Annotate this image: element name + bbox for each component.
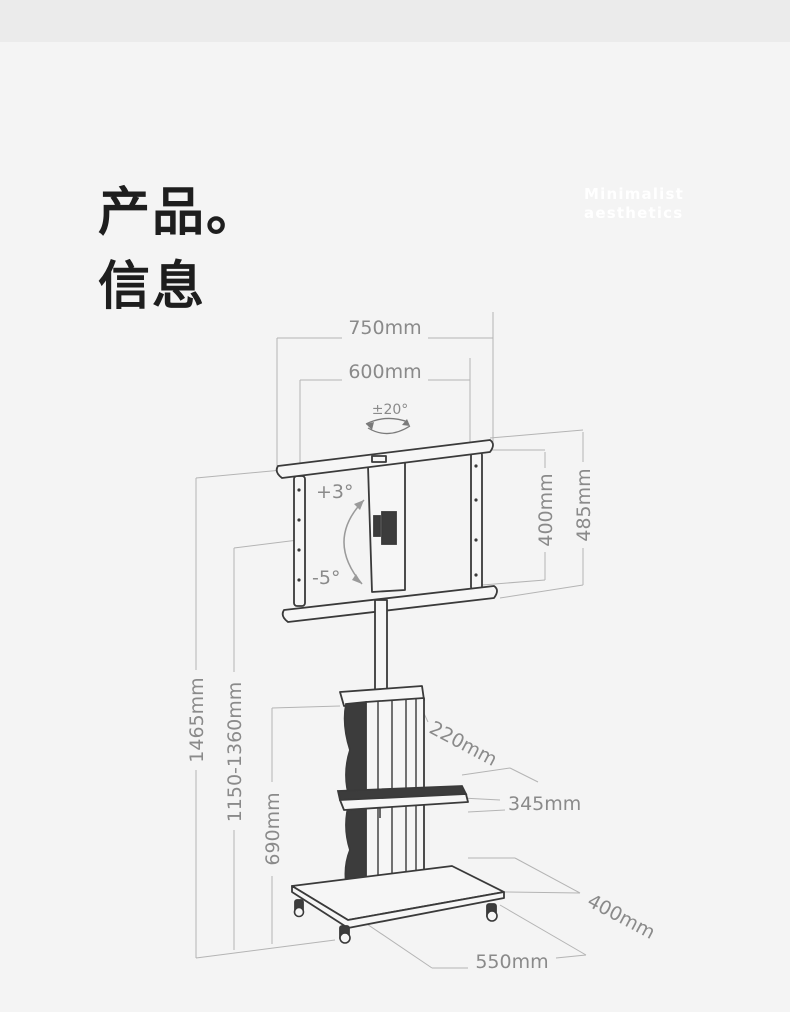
dim-tilt-up: +3° — [316, 481, 354, 503]
tagline-line2: aesthetics — [584, 204, 684, 222]
dim-shelf-height: 690mm — [262, 792, 284, 865]
dim-shelf-depth: 220mm — [426, 717, 501, 771]
dim-shelf-width: 345mm — [508, 793, 581, 815]
dim-total-height: 1465mm — [186, 677, 208, 762]
tilt-arrow-icon — [343, 499, 365, 585]
dim-base-depth: 400mm — [584, 890, 659, 944]
dim-mount-height-outer: 485mm — [573, 468, 595, 541]
page-title-line1: 产品。 — [98, 183, 261, 243]
top-band — [0, 0, 790, 42]
dim-mount-height-inner: 400mm — [535, 473, 557, 546]
tv-mount-bracket — [275, 439, 498, 623]
tagline-line1: Minimalist — [584, 185, 685, 203]
swivel-arrow-icon — [365, 417, 411, 435]
dim-base-width: 550mm — [475, 951, 548, 973]
stand-base — [291, 865, 505, 929]
page-title-line2: 信息 — [98, 257, 207, 317]
dim-mount-width-inner: 600mm — [348, 361, 421, 383]
dim-swivel: ±20° — [372, 402, 409, 418]
stand-shelf — [336, 785, 469, 818]
tagline: Minimalist aesthetics — [584, 185, 684, 223]
stand-pole — [374, 599, 388, 697]
caster-wheel-icon — [293, 899, 498, 944]
dim-mount-width-outer: 750mm — [348, 317, 421, 339]
dim-adjust-height: 1150-1360mm — [224, 682, 246, 823]
dim-tilt-down: -5° — [312, 567, 340, 589]
